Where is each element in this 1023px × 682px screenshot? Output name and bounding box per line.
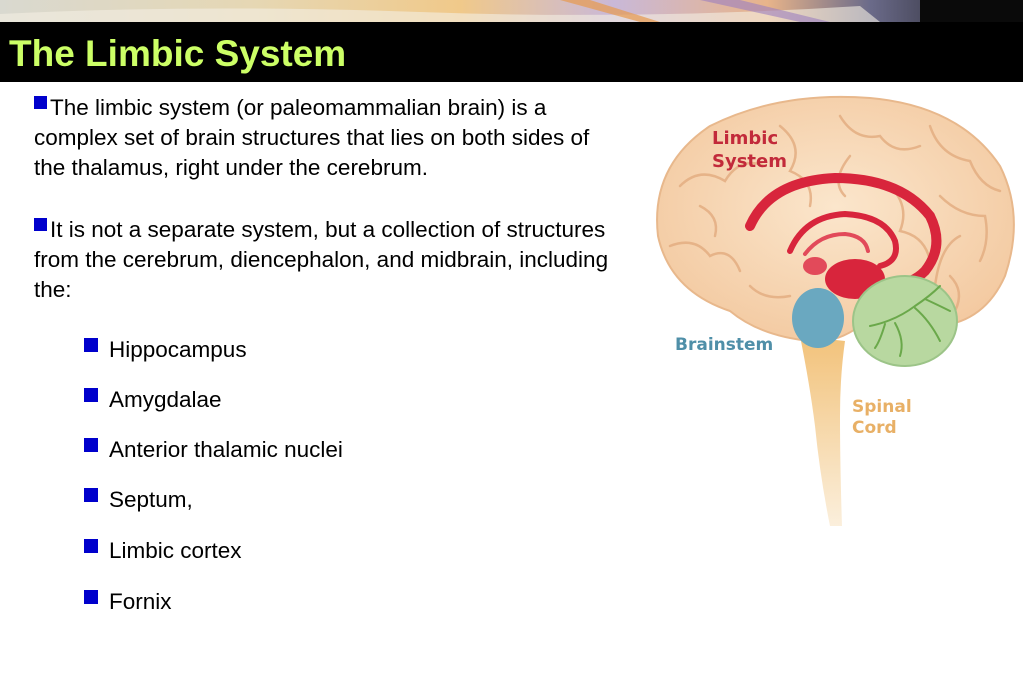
bullet-paragraph-1: The limbic system (or paleomammalian bra… (34, 93, 609, 183)
label-spinal-cord-line1: Spinal (852, 397, 912, 417)
square-bullet-icon (84, 488, 98, 502)
sub-bullet-amygdalae: Amygdalae (84, 386, 222, 414)
sub-bullet-text: Septum, (109, 487, 193, 512)
sub-bullet-text: Limbic cortex (109, 538, 242, 563)
brainstem-shape (792, 288, 844, 348)
label-limbic-system-line2: System (712, 151, 787, 172)
sub-bullet-limbic-cortex: Limbic cortex (84, 537, 242, 565)
decorative-top-banner (0, 0, 1023, 22)
sub-bullet-anterior-thalamic-nuclei: Anterior thalamic nuclei (84, 436, 343, 464)
brain-illustration: Limbic System Brainstem Spinal Cord (656, 95, 1015, 526)
sub-bullet-septum: Septum, (84, 486, 193, 514)
sub-bullet-text: Hippocampus (109, 337, 247, 362)
square-bullet-icon (84, 438, 98, 452)
square-bullet-icon (84, 338, 98, 352)
label-limbic-system-line1: Limbic (712, 128, 778, 149)
bullet-text-1: The limbic system (or paleomammalian bra… (34, 95, 590, 180)
sub-bullet-hippocampus: Hippocampus (84, 336, 247, 364)
square-bullet-icon (84, 539, 98, 553)
limbic-structure (745, 172, 942, 299)
sub-bullet-text: Anterior thalamic nuclei (109, 437, 343, 462)
square-bullet-icon (34, 96, 47, 109)
sub-bullet-fornix: Fornix (84, 588, 172, 616)
sub-bullet-text: Amygdalae (109, 387, 222, 412)
spinal-cord-shape (800, 336, 845, 526)
title-bar: The Limbic System (0, 22, 1023, 82)
bullet-paragraph-2: It is not a separate system, but a colle… (34, 215, 609, 305)
square-bullet-icon (84, 388, 98, 402)
cerebellum-shape (852, 275, 958, 367)
slide-title: The Limbic System (9, 33, 347, 74)
square-bullet-icon (84, 590, 98, 604)
gyri-lines (668, 114, 1002, 313)
label-brainstem: Brainstem (675, 335, 773, 355)
sub-bullet-text: Fornix (109, 589, 172, 614)
banner-graphic (0, 0, 1023, 22)
bullet-text-2: It is not a separate system, but a colle… (34, 217, 609, 302)
label-spinal-cord-line2: Cord (852, 418, 897, 438)
square-bullet-icon (34, 218, 47, 231)
